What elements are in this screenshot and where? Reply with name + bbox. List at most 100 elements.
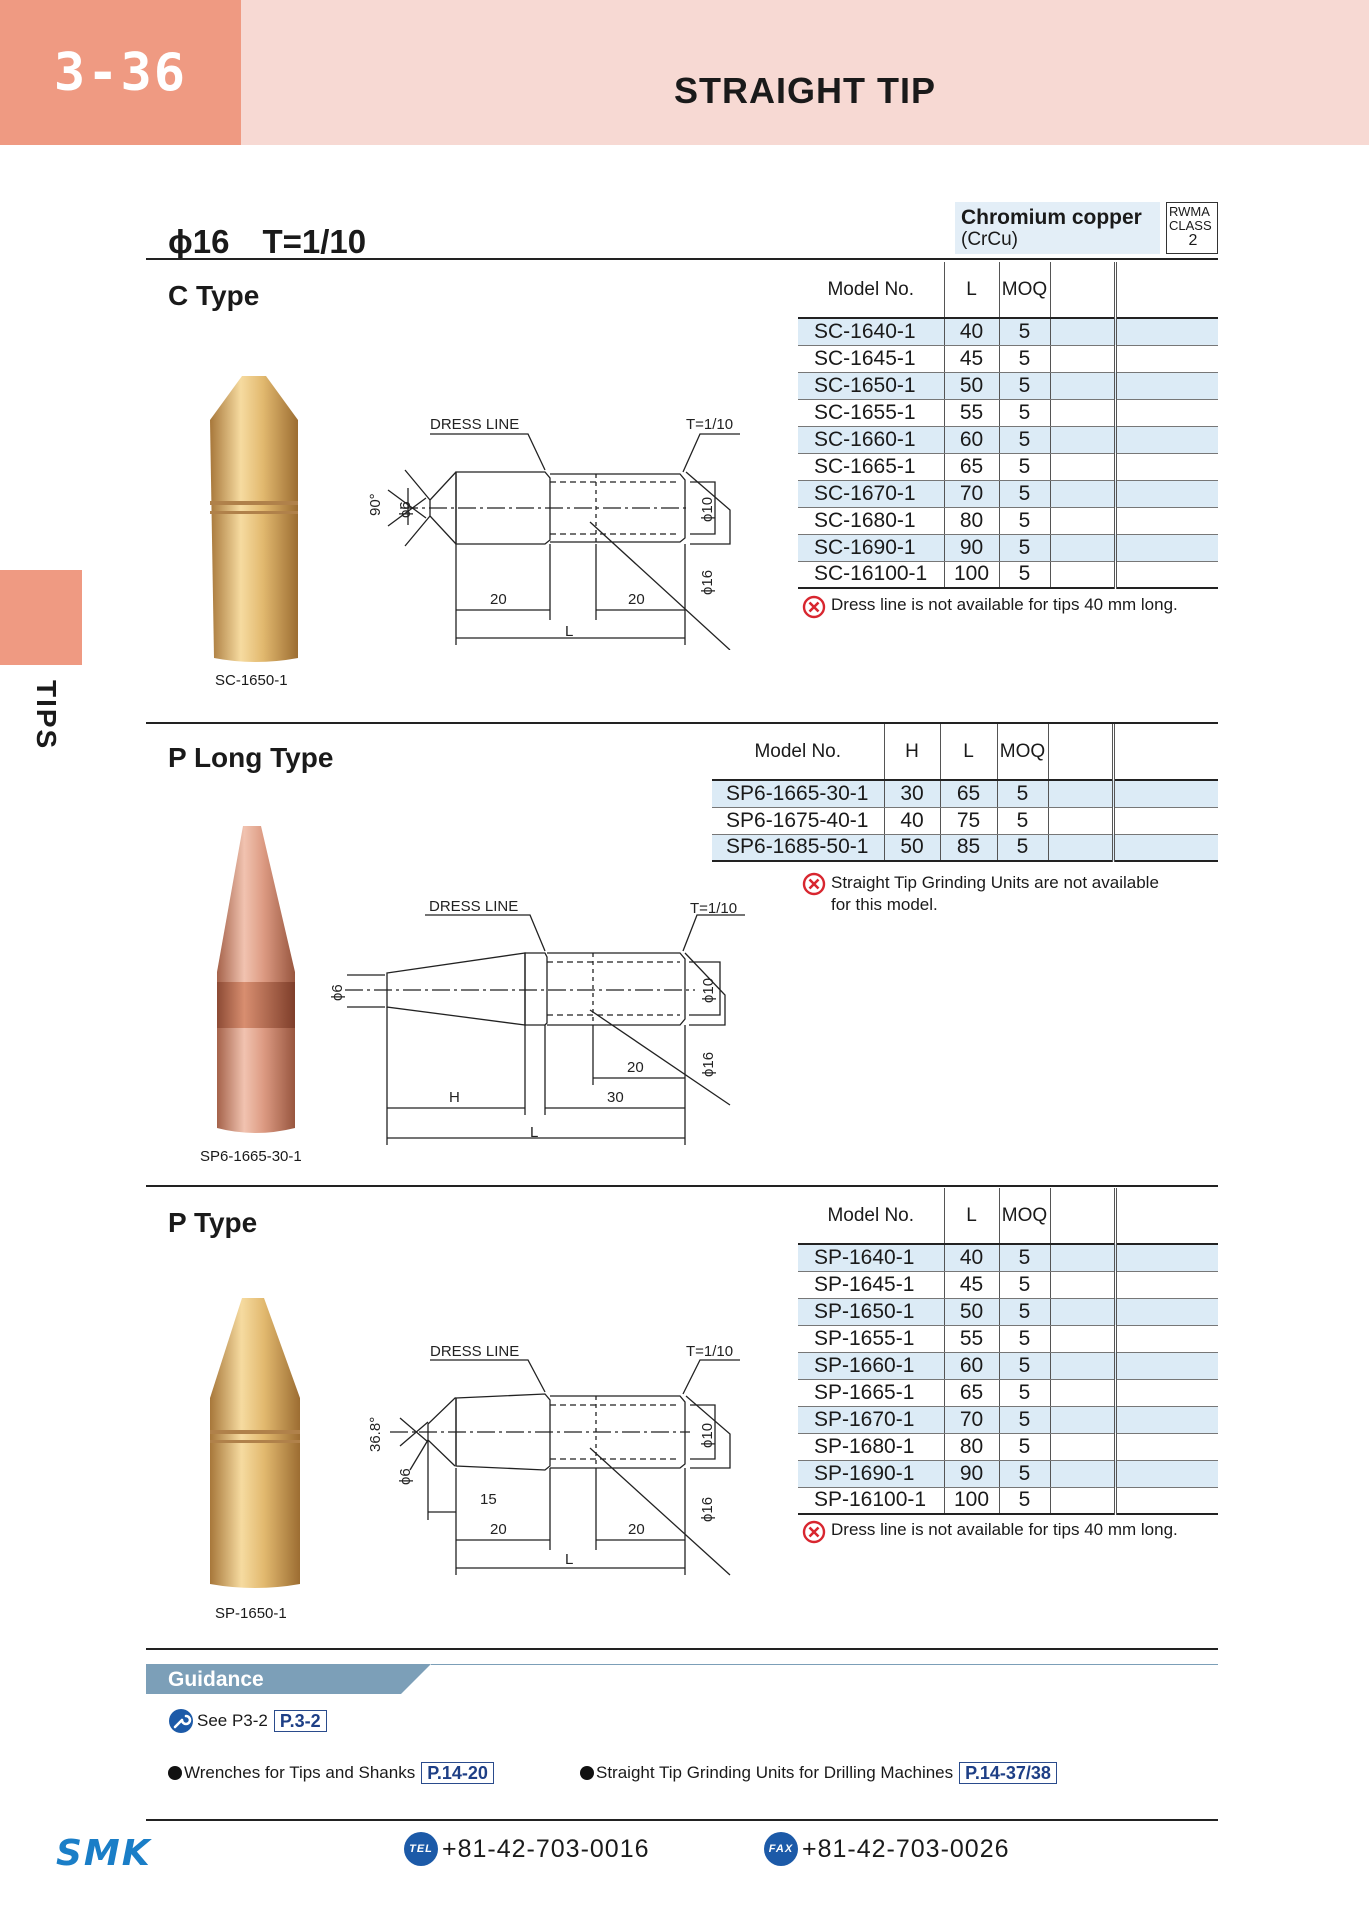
fax-icon: FAX xyxy=(764,1832,798,1866)
not-available-icon xyxy=(802,1520,826,1544)
c-dim-right-label: 20 xyxy=(628,591,645,608)
not-available-icon xyxy=(802,872,826,896)
guidance-link1-text: Wrenches for Tips and Shanks xyxy=(184,1763,416,1782)
p-header-moq: MOQ xyxy=(999,1188,1051,1245)
material-box: Chromium copper (CrCu) xyxy=(955,202,1160,254)
pl-taper-label: T=1/10 xyxy=(690,900,737,917)
section-rule xyxy=(146,258,1218,260)
page-title: STRAIGHT TIP xyxy=(674,70,936,111)
section-rule xyxy=(146,722,1218,724)
c-dim-left-label: 20 xyxy=(490,591,507,608)
rwma-class-value: 2 xyxy=(1188,232,1198,249)
bullet-icon xyxy=(168,1766,182,1780)
c-type-note: Dress line is not available for tips 40 … xyxy=(802,595,1178,619)
not-available-icon xyxy=(802,595,826,619)
c-angle-label: 90° xyxy=(367,493,384,516)
guidance-link2-row: Straight Tip Grinding Units for Drilling… xyxy=(580,1762,1057,1784)
p-dim-left-label: 20 xyxy=(490,1521,507,1538)
p-header-l: L xyxy=(944,1188,1000,1245)
p-d10-label: ϕ10 xyxy=(699,1423,716,1448)
material-name: Chromium copper xyxy=(961,206,1142,229)
guidance-link2-ref-link[interactable]: P.14-37/38 xyxy=(959,1762,1057,1784)
guidance-link2-text: Straight Tip Grinding Units for Drilling… xyxy=(596,1763,954,1782)
rwma-class-label: CLASS xyxy=(1169,218,1212,233)
c-header-moq: MOQ xyxy=(999,262,1051,319)
wrench-icon xyxy=(169,1709,193,1733)
p-type-photo xyxy=(210,1298,300,1588)
p-dress-line-label: DRESS LINE xyxy=(430,1343,519,1360)
pl-d10-label: ϕ10 xyxy=(700,978,717,1003)
p-header-model: Model No. xyxy=(798,1188,945,1245)
pl-tip-diameter-label: ϕ6 xyxy=(329,984,346,1001)
section-rule xyxy=(146,1648,1218,1650)
tel-number[interactable]: +81-42-703-0016 xyxy=(442,1834,650,1863)
pl-length-label: L xyxy=(530,1124,538,1141)
p-type-note: Dress line is not available for tips 40 … xyxy=(802,1520,1178,1544)
p-length-label: L xyxy=(565,1551,573,1568)
guidance-see-text: See P3-2 xyxy=(197,1711,268,1730)
material-symbol: (CrCu) xyxy=(961,229,1018,250)
p-type-title: P Type xyxy=(168,1207,258,1238)
side-tab-label: TIPS xyxy=(31,680,62,751)
p-long-type-note-line2: for this model. xyxy=(831,895,938,914)
side-tab[interactable] xyxy=(0,570,82,665)
guidance-label: Guidance xyxy=(168,1668,264,1691)
phone-icon: TEL xyxy=(404,1832,438,1866)
p-long-type-note-line1: Straight Tip Grinding Units are not avai… xyxy=(831,873,1159,892)
p-long-type-title: P Long Type xyxy=(168,742,334,773)
guidance-link1-row: Wrenches for Tips and Shanks P.14-20 xyxy=(168,1762,494,1784)
page-number: 3-36 xyxy=(0,0,241,145)
c-type-diagram: DRESS LINE T=1/10 90° ϕ6 ϕ10 ϕ16 20 20 L xyxy=(367,416,740,650)
bullet-icon xyxy=(580,1766,594,1780)
p-angle-label: 36.8° xyxy=(367,1417,384,1452)
p-tip-diameter-label: ϕ6 xyxy=(397,1468,414,1485)
fax-number: +81-42-703-0026 xyxy=(802,1834,1010,1863)
pl-header-moq: MOQ xyxy=(997,724,1049,781)
p-dim-right-label: 20 xyxy=(628,1521,645,1538)
tel-contact: TEL +81-42-703-0016 xyxy=(404,1832,650,1866)
c-header-model: Model No. xyxy=(798,262,945,319)
guidance-see-ref-link[interactable]: P.3-2 xyxy=(273,1710,327,1732)
p-long-type-photo xyxy=(217,826,295,1133)
pl-h-label: H xyxy=(449,1089,460,1106)
fax-contact: FAX +81-42-703-0026 xyxy=(764,1832,1010,1866)
guidance-see-row: See P3-2 P.3-2 xyxy=(168,1708,327,1734)
p-long-type-note: Straight Tip Grinding Units are not avai… xyxy=(802,872,1159,916)
c-tip-diameter-label: ϕ6 xyxy=(397,501,414,518)
pl-d16-label: ϕ16 xyxy=(700,1052,717,1077)
c-taper-label: T=1/10 xyxy=(686,416,733,433)
pl-dress-line-label: DRESS LINE xyxy=(429,898,518,915)
spec-title: ϕ16 T=1/10 xyxy=(168,223,367,260)
c-d16-label: ϕ16 xyxy=(699,570,716,595)
c-type-title: C Type xyxy=(168,280,260,311)
p-d16-label: ϕ16 xyxy=(699,1497,716,1522)
c-type-photo-caption: SC-1650-1 xyxy=(215,672,288,689)
pl-header-l: L xyxy=(940,724,998,781)
p-taper-label: T=1/10 xyxy=(686,1343,733,1360)
guidance-link1-ref-link[interactable]: P.14-20 xyxy=(421,1762,494,1784)
c-dress-line-label: DRESS LINE xyxy=(430,416,519,433)
p-type-diagram: DRESS LINE T=1/10 36.8° ϕ6 ϕ10 ϕ16 15 20… xyxy=(367,1343,740,1576)
